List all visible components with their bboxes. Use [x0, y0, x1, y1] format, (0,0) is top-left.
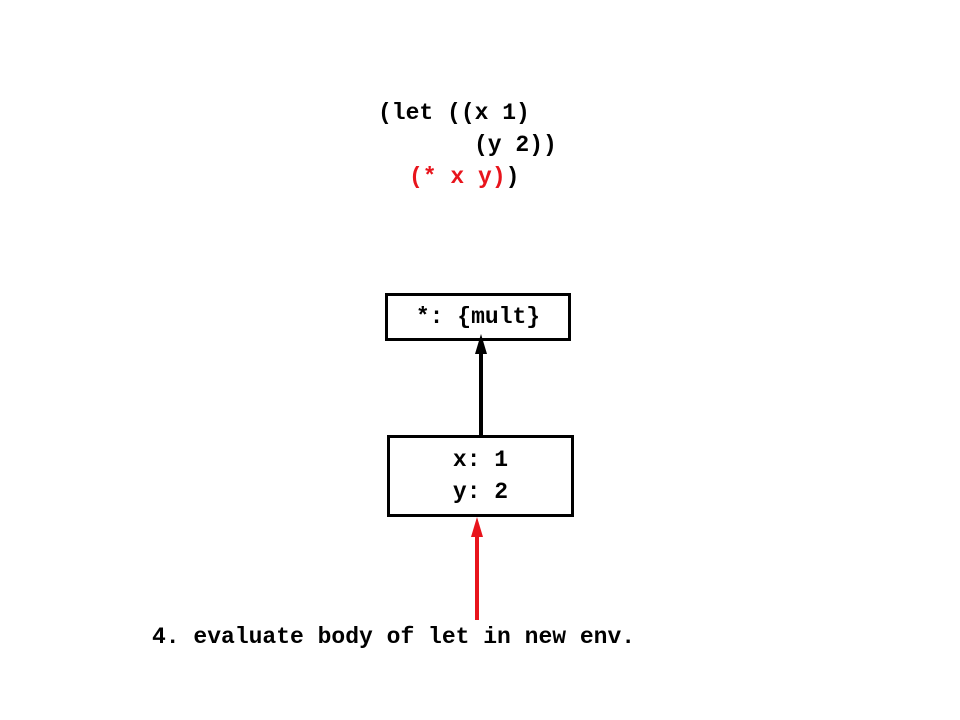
step-caption: 4. evaluate body of let in new env. — [152, 624, 636, 650]
binding-y: y: 2 — [452, 479, 509, 505]
code-line-let: (let ((x 1) — [378, 100, 530, 126]
code-line-binding-y: (y 2)) — [474, 132, 557, 158]
parent-pointer-arrow-head — [475, 334, 487, 354]
binding-x: x: 1 — [452, 447, 509, 473]
global-binding-mult: *: {mult} — [415, 304, 541, 330]
new-environment-frame: x: 1 y: 2 — [387, 435, 574, 517]
code-line-body: (* x y)) — [409, 163, 519, 191]
current-env-arrow-head — [471, 517, 483, 537]
global-environment-frame: *: {mult} — [385, 293, 571, 341]
let-body-expression: (* x y) — [409, 164, 506, 190]
closing-paren: ) — [505, 164, 520, 190]
